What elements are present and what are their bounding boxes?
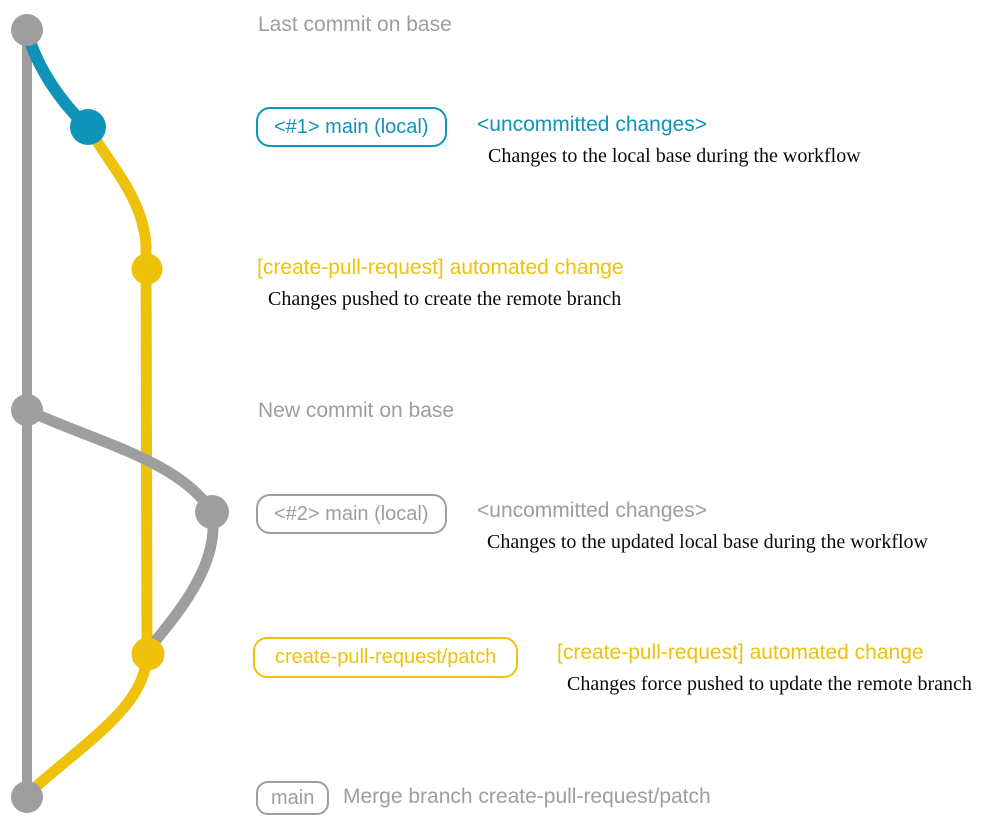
automated-change-title-1: [create-pull-request] automated change [257, 256, 624, 279]
commit-dot-push-2 [131, 637, 165, 671]
pull-request-branch-path [24, 121, 153, 798]
branch-badge-main-local-1: <#1> main (local) [256, 107, 447, 147]
push-desc-1: Changes pushed to create the remote bran… [268, 288, 622, 310]
local-base-desc-1: Changes to the local base during the wor… [488, 145, 861, 167]
commit-dot-local-main-1 [70, 109, 106, 145]
branch-badge-patch: create-pull-request/patch [253, 637, 519, 678]
uncommitted-changes-label-1: <uncommitted changes> [477, 113, 707, 136]
last-commit-label: Last commit on base [258, 13, 452, 36]
rebase-curve [146, 506, 219, 651]
commit-dot-push-1 [131, 253, 163, 285]
base-update-curve [21, 404, 218, 518]
automated-change-title-2: [create-pull-request] automated change [557, 641, 924, 664]
uncommitted-changes-label-2: <uncommitted changes> [477, 499, 707, 522]
merge-commit-label: Merge branch create-pull-request/patch [343, 785, 711, 808]
branch-badge-main-local-2: <#2> main (local) [256, 494, 447, 534]
commit-dot-local-main-2 [195, 495, 229, 529]
commit-dot-last-base [11, 14, 43, 46]
commit-dot-merge [11, 781, 43, 813]
new-commit-label: New commit on base [258, 399, 455, 422]
branch-badge-main: main [256, 781, 330, 815]
push-desc-2: Changes force pushed to update the remot… [567, 673, 972, 695]
commit-dot-new-base [11, 394, 43, 426]
local-base-desc-2: Changes to the updated local base during… [487, 531, 928, 553]
